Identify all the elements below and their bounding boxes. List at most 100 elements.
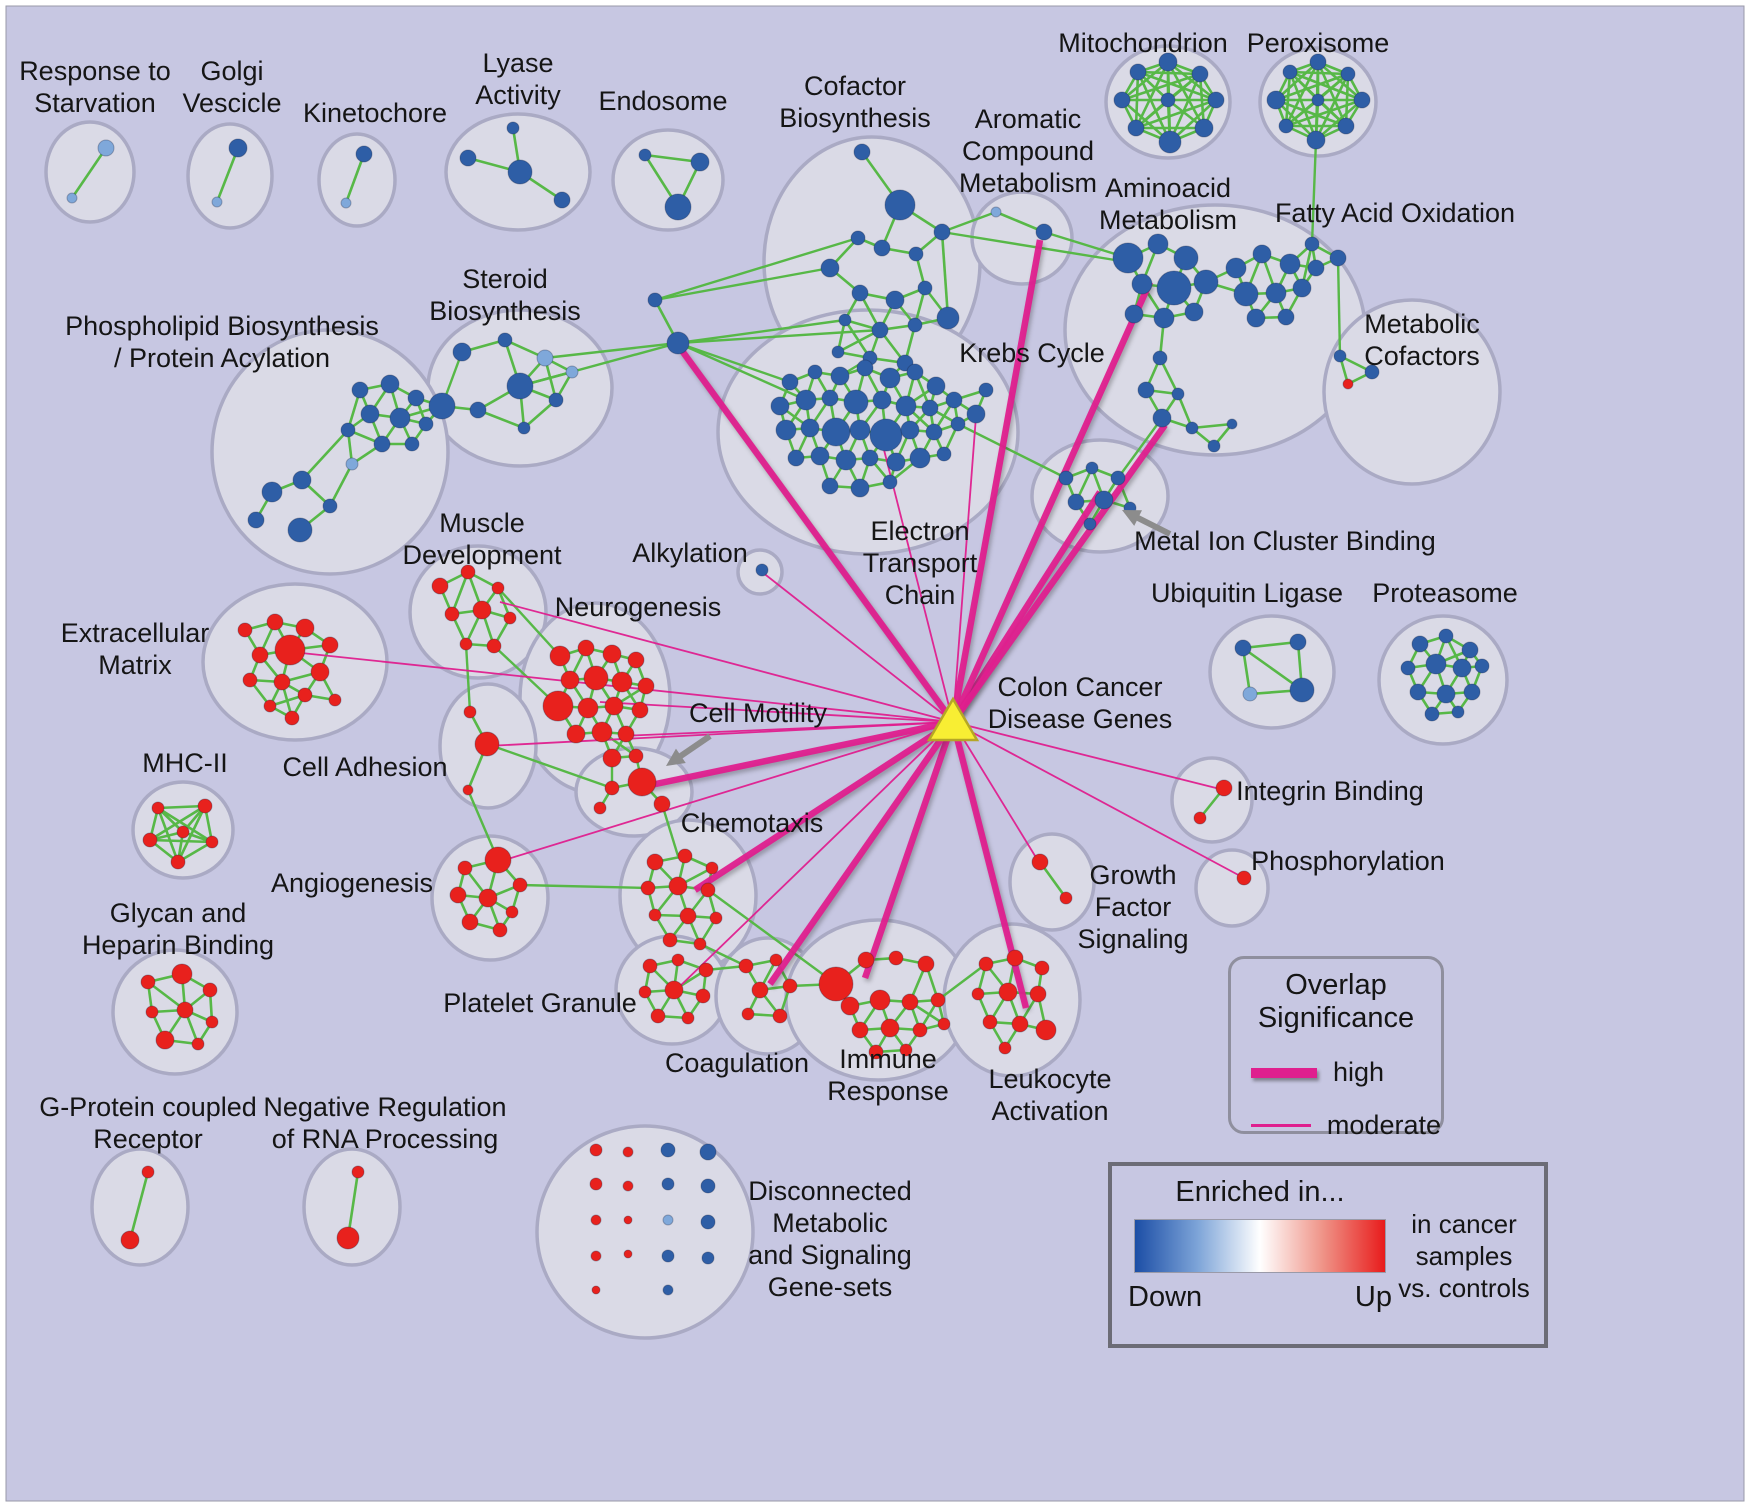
gene-set-node[interactable] [155,1030,175,1050]
gene-set-node[interactable] [505,905,519,919]
gene-set-node[interactable] [990,206,1002,218]
gene-set-node[interactable] [888,950,904,966]
gene-set-node[interactable] [197,798,213,814]
gene-set-node[interactable] [1173,245,1199,271]
gene-set-node[interactable] [695,988,711,1004]
gene-set-node[interactable] [1246,308,1266,328]
gene-set-node[interactable] [664,980,684,1000]
gene-set-node[interactable] [1342,378,1354,390]
gene-set-node[interactable] [1152,350,1168,366]
gene-set-node[interactable] [1411,635,1429,653]
gene-set-node[interactable] [937,1017,951,1031]
gene-set-node[interactable] [380,374,400,394]
gene-set-node[interactable] [237,622,253,638]
gene-set-node[interactable] [775,419,797,441]
gene-set-node[interactable] [1031,853,1049,871]
gene-set-node[interactable] [1110,470,1126,486]
gene-set-node[interactable] [373,435,391,453]
gene-set-node[interactable] [879,367,901,389]
gene-set-node[interactable] [978,956,994,972]
gene-set-node[interactable] [590,1214,602,1226]
disease-genes-hub[interactable] [926,696,980,742]
gene-set-node[interactable] [1137,381,1155,399]
gene-set-node[interactable] [882,474,898,490]
gene-set-node[interactable] [589,1177,603,1191]
gene-set-node[interactable] [781,373,799,391]
gene-set-node[interactable] [1158,52,1178,72]
gene-set-node[interactable] [472,600,492,620]
gene-set-node[interactable] [1289,677,1315,703]
gene-set-node[interactable] [638,148,652,162]
gene-set-node[interactable] [664,193,692,221]
gene-set-node[interactable] [478,888,498,908]
gene-set-node[interactable] [741,1007,755,1021]
gene-set-node[interactable] [642,958,658,974]
gene-set-node[interactable] [821,417,851,447]
gene-set-node[interactable] [474,731,500,757]
gene-set-node[interactable] [1207,91,1225,109]
gene-set-node[interactable] [1184,302,1204,322]
gene-set-node[interactable] [769,953,783,967]
gene-set-node[interactable] [690,152,710,172]
gene-set-node[interactable] [611,671,633,693]
gene-set-node[interactable] [820,258,840,278]
gene-set-node[interactable] [698,962,714,978]
gene-set-node[interactable] [930,992,946,1008]
gene-set-node[interactable] [668,876,688,896]
gene-set-node[interactable] [170,854,186,870]
gene-set-node[interactable] [176,1001,194,1019]
gene-set-node[interactable] [469,401,487,419]
gene-set-node[interactable] [1034,960,1050,976]
gene-set-node[interactable] [998,982,1018,1002]
gene-set-node[interactable] [978,382,994,398]
gene-set-node[interactable] [895,395,917,417]
gene-set-node[interactable] [1225,257,1247,279]
gene-set-node[interactable] [1147,233,1169,255]
gene-set-node[interactable] [340,422,356,438]
gene-set-node[interactable] [795,389,817,411]
gene-set-node[interactable] [602,748,622,768]
gene-set-node[interactable] [622,1146,634,1158]
gene-set-node[interactable] [631,701,649,719]
gene-set-node[interactable] [1094,490,1114,510]
gene-set-node[interactable] [933,223,951,241]
gene-set-node[interactable] [462,784,474,796]
gene-set-node[interactable] [770,396,790,416]
gene-set-node[interactable] [868,1044,884,1060]
gene-set-node[interactable] [351,381,369,399]
gene-set-node[interactable] [660,1142,676,1158]
gene-set-node[interactable] [662,932,678,948]
gene-set-node[interactable] [821,389,839,407]
gene-set-node[interactable] [1438,628,1454,644]
gene-set-node[interactable] [880,1018,900,1038]
gene-set-node[interactable] [751,981,769,999]
gene-set-node[interactable] [950,416,966,432]
gene-set-node[interactable] [1282,64,1298,80]
gene-set-node[interactable] [1252,244,1272,264]
gene-set-node[interactable] [662,1284,674,1296]
gene-set-node[interactable] [850,230,866,246]
gene-set-node[interactable] [971,987,985,1001]
gene-set-node[interactable] [486,638,502,654]
gene-set-node[interactable] [709,911,723,925]
gene-set-node[interactable] [648,908,662,922]
gene-set-node[interactable] [542,690,574,722]
gene-set-node[interactable] [912,1022,928,1038]
gene-set-node[interactable] [460,564,476,580]
gene-set-node[interactable] [807,364,823,380]
gene-set-node[interactable] [884,189,916,221]
gene-set-node[interactable] [1306,130,1326,150]
gene-set-node[interactable] [1158,130,1182,154]
gene-set-node[interactable] [1307,259,1325,277]
gene-set-node[interactable] [838,313,852,327]
gene-set-node[interactable] [404,436,420,452]
gene-set-node[interactable] [1278,118,1294,134]
gene-set-node[interactable] [1153,307,1175,329]
gene-set-node[interactable] [211,196,223,208]
gene-set-node[interactable] [666,331,690,355]
gene-set-node[interactable] [565,365,579,379]
gene-set-node[interactable] [1124,304,1144,324]
gene-set-node[interactable] [1292,278,1312,298]
gene-set-node[interactable] [627,767,657,797]
gene-set-node[interactable] [701,1251,715,1265]
